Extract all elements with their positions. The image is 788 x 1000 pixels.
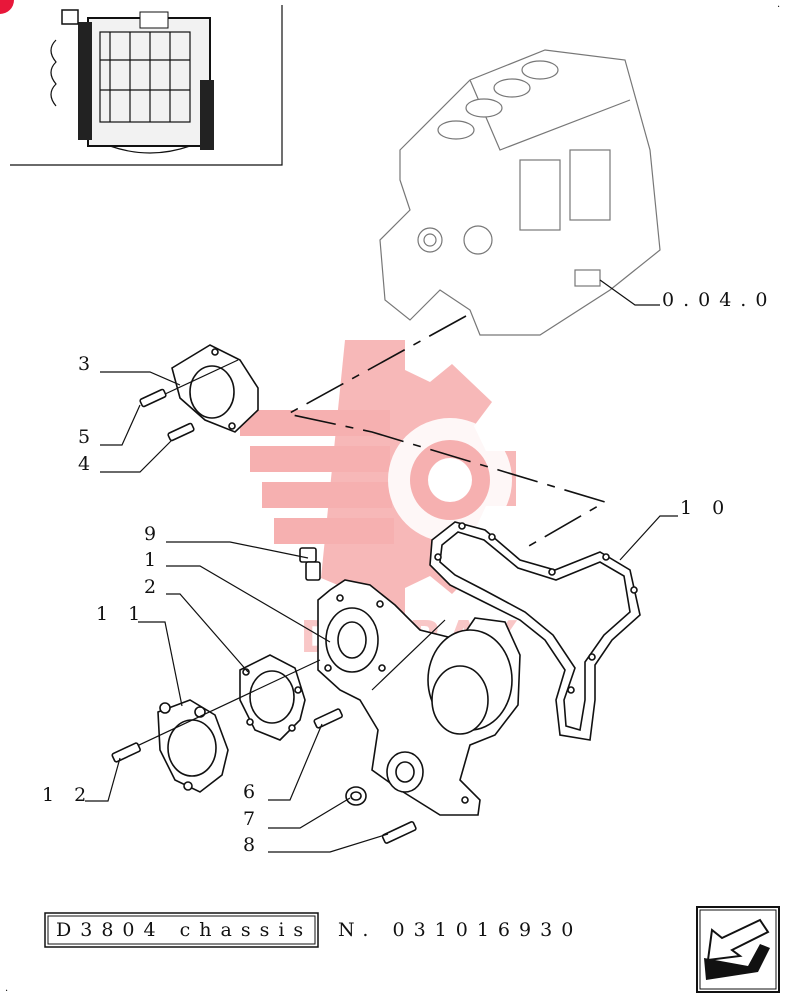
gasket-2[interactable] (239, 654, 306, 741)
bolt-6[interactable] (313, 708, 343, 729)
leader-lines (85, 371, 678, 853)
timing-cover-1[interactable] (317, 579, 521, 816)
engine-block[interactable] (379, 49, 661, 336)
corner-marker (0, 0, 14, 14)
model-label: D3804 chassis (56, 919, 312, 941)
bolt-8[interactable] (381, 821, 417, 844)
callout-10[interactable]: 1 0 (680, 497, 731, 519)
callout-2[interactable]: 2 (144, 576, 163, 598)
bolt-5[interactable] (139, 388, 167, 408)
assembly-dashed-line (285, 315, 608, 551)
callout-3[interactable]: 3 (78, 353, 97, 375)
cover-11[interactable] (119, 659, 321, 793)
footer: D3804 chassis N. 031016930 (44, 912, 582, 948)
callout-9[interactable]: 9 (144, 523, 163, 545)
breather-9[interactable] (299, 547, 321, 581)
corner-dot: · (777, 2, 780, 13)
callout-11[interactable]: 1 1 (96, 603, 147, 625)
callout-12[interactable]: 1 2 (42, 784, 93, 806)
seal-7[interactable] (345, 786, 367, 806)
bolt-4[interactable] (167, 422, 195, 442)
callout-7[interactable]: 7 (243, 808, 262, 830)
callout-5[interactable]: 5 (78, 426, 97, 448)
reference-label[interactable]: 0.04.0 (662, 289, 776, 311)
serial-number: N. 031016930 (338, 919, 582, 941)
callout-1[interactable]: 1 (144, 549, 163, 571)
part-cover-3[interactable] (147, 344, 259, 433)
callout-8[interactable]: 8 (243, 834, 262, 856)
callout-4[interactable]: 4 (78, 453, 97, 475)
arrow-next-icon[interactable] (696, 906, 780, 993)
corner-dot: · (5, 986, 8, 997)
bolt-12[interactable] (111, 742, 141, 763)
gasket-10[interactable] (429, 521, 641, 741)
callout-6[interactable]: 6 (243, 781, 262, 803)
engine-thumbnail[interactable] (10, 5, 283, 166)
